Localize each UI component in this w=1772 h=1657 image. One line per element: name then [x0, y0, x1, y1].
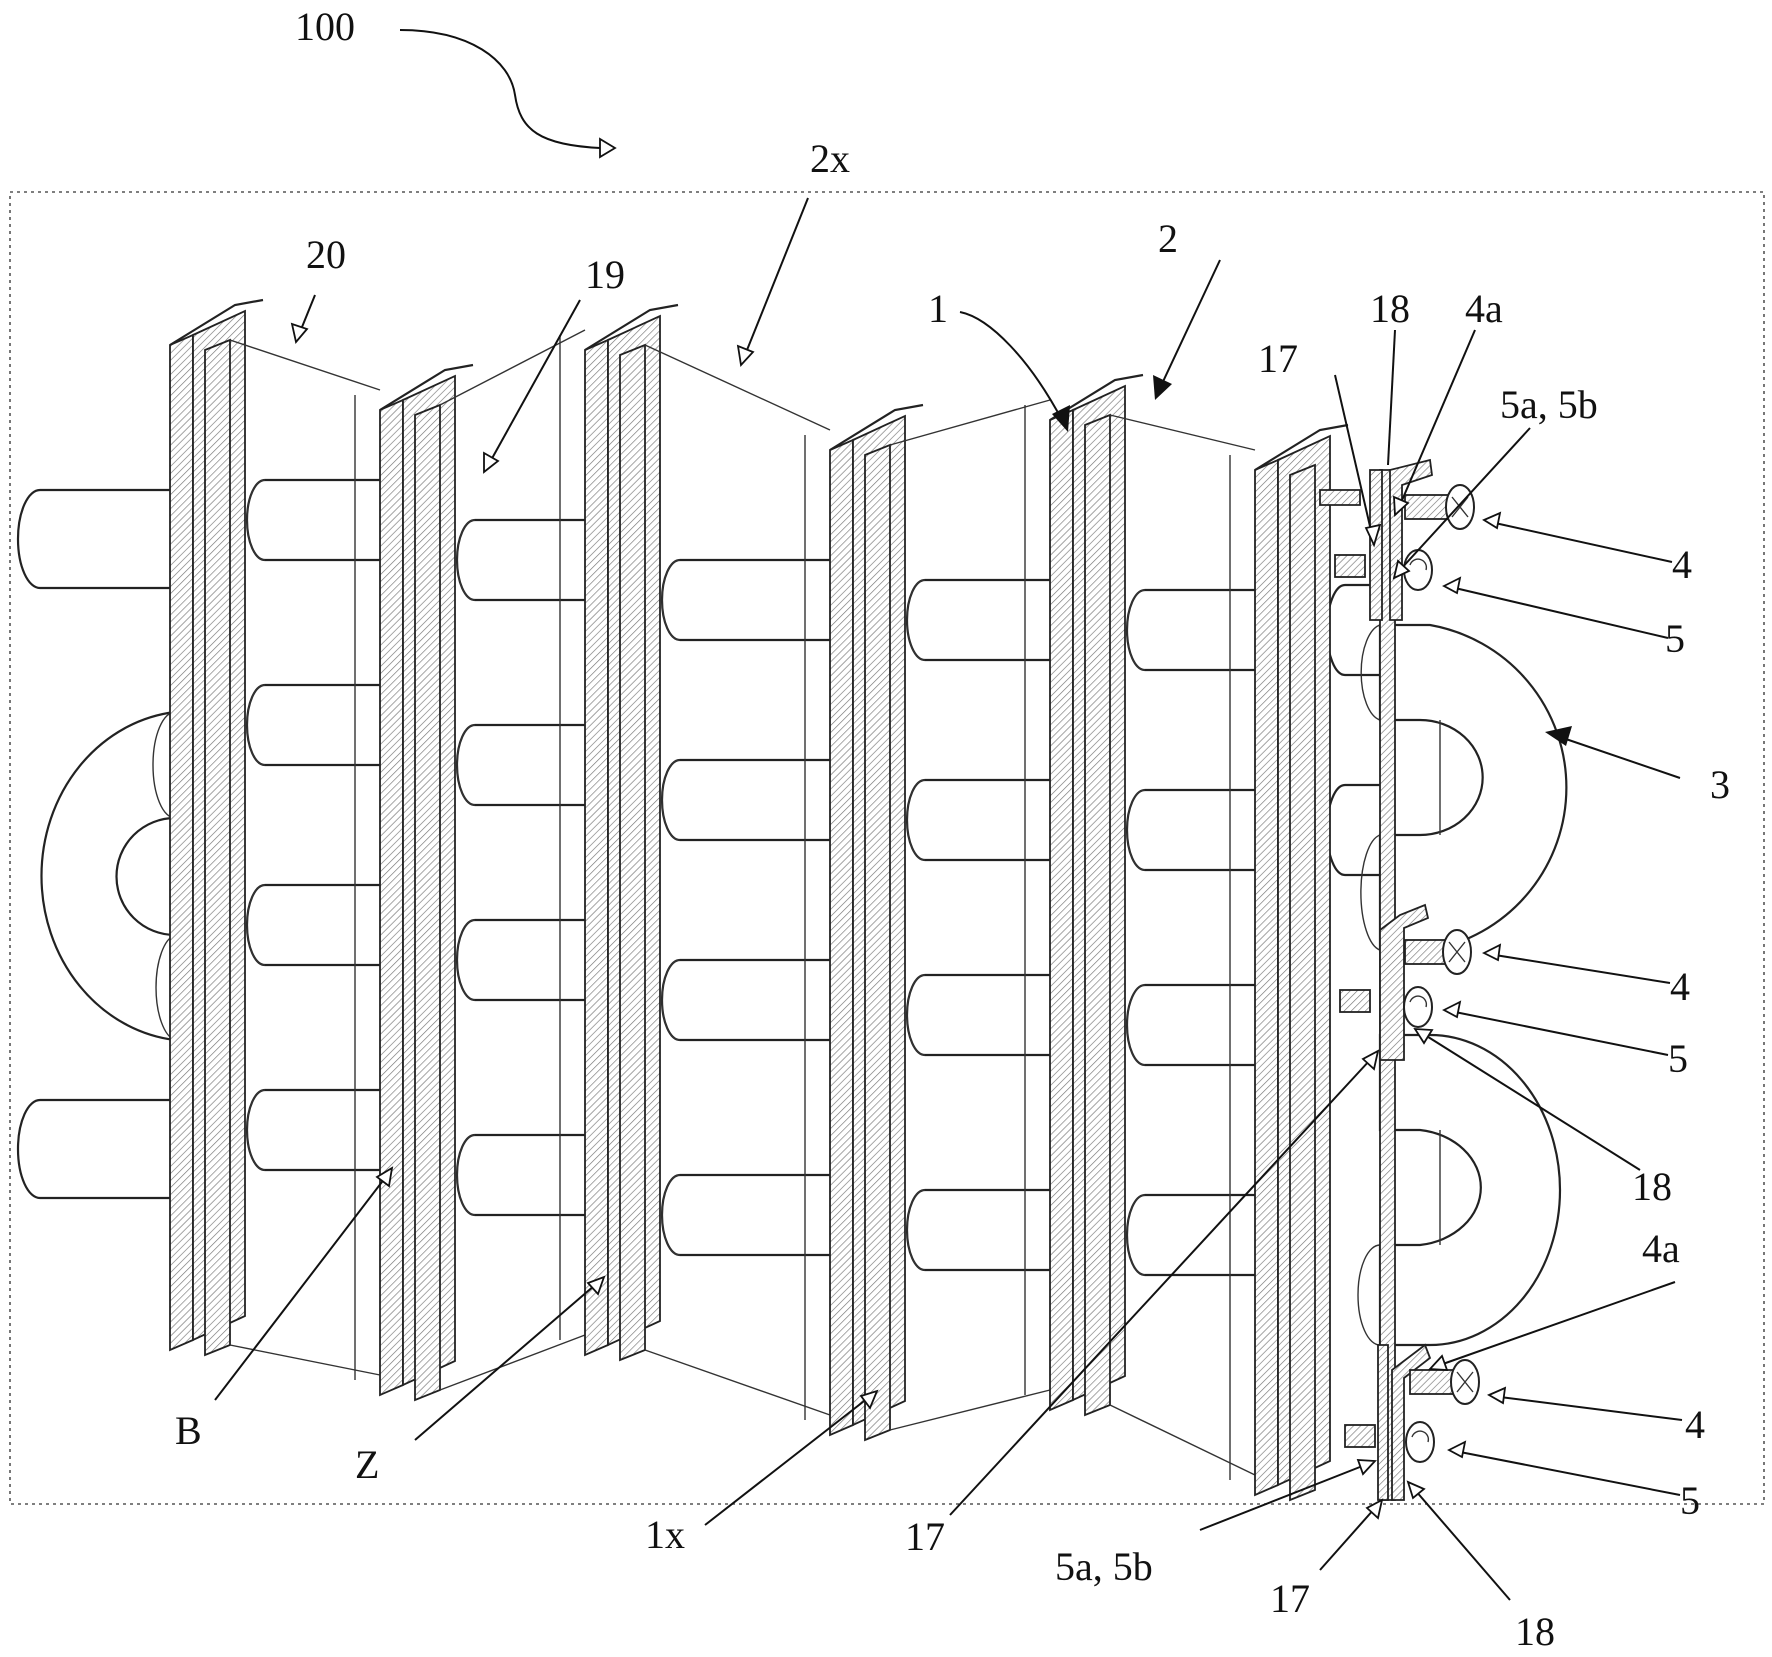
leader-1: [960, 312, 1062, 420]
leader-17-top: [1335, 375, 1372, 535]
leader-4-middle: [1495, 955, 1670, 983]
label-17-bottom: 17: [1270, 1576, 1310, 1621]
label-5-middle: 5: [1668, 1036, 1688, 1081]
tube-stub: [457, 920, 605, 1000]
label-5a5b-top: 5a, 5b: [1500, 382, 1598, 427]
corrugated-plate: [380, 330, 585, 1400]
label-2: 2: [1158, 216, 1178, 261]
tube-stub: [1127, 1195, 1275, 1275]
leader-4-bottom: [1500, 1397, 1682, 1420]
label-5-bottom: 5: [1680, 1478, 1700, 1523]
tube-stub: [907, 580, 1070, 660]
arrow-5-middle: [1444, 1002, 1460, 1017]
tube-stub: [247, 1090, 400, 1170]
label-20: 20: [306, 232, 346, 277]
tube-stub: [662, 560, 850, 640]
leader-5-middle: [1455, 1012, 1668, 1055]
label-4-top: 4: [1672, 542, 1692, 587]
tube-stub: [457, 725, 605, 805]
arrow-5a5b-bottom: [1358, 1460, 1375, 1474]
tube-stub: [457, 1135, 605, 1215]
label-4a-bottom: 4a: [1642, 1226, 1680, 1271]
leader-20: [300, 295, 315, 332]
screw-4-top: [1405, 485, 1474, 529]
label-B: B: [175, 1408, 202, 1453]
arrow-100: [600, 139, 615, 157]
tube-stub: [247, 885, 400, 965]
label-18-middle: 18: [1632, 1164, 1672, 1209]
label-18-top: 18: [1370, 286, 1410, 331]
tube-stub: [662, 960, 850, 1040]
label-5-top: 5: [1665, 616, 1685, 661]
arrow-4a-bottom: [1430, 1356, 1447, 1370]
leader-18-bottom: [1415, 1490, 1510, 1600]
label-17-middle: 17: [905, 1514, 945, 1559]
tube-rows: [18, 480, 1566, 1345]
arrow-20: [292, 324, 307, 342]
tube-stub: [1127, 985, 1275, 1065]
corrugated-plate: [1050, 375, 1255, 1480]
label-100: 100: [295, 4, 355, 49]
tube-stub: [662, 760, 850, 840]
label-Z: Z: [355, 1442, 379, 1487]
label-5a5b-bottom: 5a, 5b: [1055, 1544, 1153, 1589]
leader-4a-top: [1400, 330, 1475, 505]
label-4-middle: 4: [1670, 964, 1690, 1009]
tube-stub: [1327, 785, 1382, 875]
leader-2x: [745, 198, 808, 355]
tube-stub: [907, 1190, 1070, 1270]
label-4a-top: 4a: [1465, 286, 1503, 331]
arrow-4-middle: [1484, 945, 1500, 960]
tube-stub: [662, 1175, 850, 1255]
label-18-bottom: 18: [1515, 1609, 1555, 1654]
leader-19: [490, 300, 580, 462]
arrow-4-bottom: [1489, 1388, 1505, 1403]
tube-stub: [1127, 590, 1275, 670]
label-1x: 1x: [645, 1512, 685, 1557]
tube-stub: [457, 520, 605, 600]
leader-2: [1160, 260, 1220, 388]
label-3: 3: [1710, 762, 1730, 807]
leader-5-bottom: [1460, 1452, 1680, 1495]
arrow-19: [484, 453, 498, 472]
leader-5-top: [1455, 588, 1668, 638]
label-2x: 2x: [810, 136, 850, 181]
corrugated-plate: [170, 300, 380, 1380]
leader-3: [1560, 737, 1680, 778]
leader-4-top: [1495, 523, 1672, 562]
arrow-5-top: [1444, 578, 1460, 593]
tube-stub: [907, 975, 1070, 1055]
corrugated-plate: [830, 400, 1050, 1440]
arrow-2: [1153, 375, 1172, 400]
arrow-18-bottom: [1408, 1482, 1424, 1498]
tube-stub: [247, 480, 400, 560]
label-19: 19: [585, 252, 625, 297]
leader-17-bottom: [1320, 1508, 1375, 1570]
corrugated-plate: [1255, 425, 1348, 1500]
label-4-bottom: 4: [1685, 1402, 1705, 1447]
tube-stub: [247, 685, 400, 765]
leader-1x: [705, 1398, 868, 1525]
arrow-5-bottom: [1449, 1442, 1465, 1457]
arrow-4-top: [1484, 513, 1500, 528]
leader-18-top: [1388, 330, 1395, 465]
tube-stub: [907, 780, 1070, 860]
arrow-2x: [738, 346, 753, 365]
leader-100: [400, 30, 600, 148]
label-17-top: 17: [1258, 336, 1298, 381]
label-1: 1: [928, 286, 948, 331]
tube-stub: [1127, 790, 1275, 870]
